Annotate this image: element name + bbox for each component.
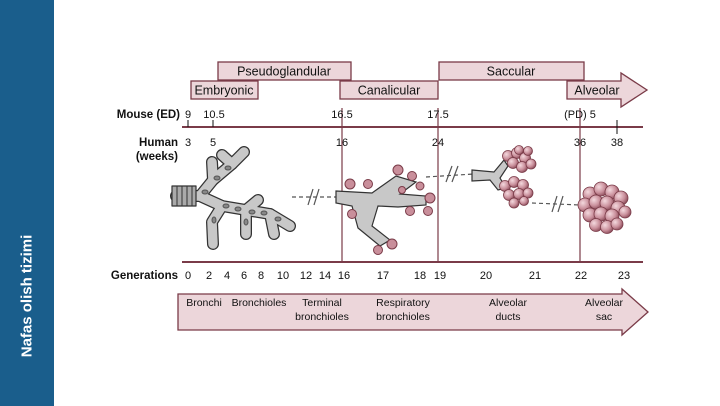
stage-lines [341, 108, 581, 262]
saccular-illustration [471, 145, 537, 209]
structure-terminal-bronchioles-line2: bronchioles [295, 311, 349, 323]
generation-tick-label: 17 [377, 270, 389, 282]
embryonic-box [190, 80, 259, 100]
human-tick-label: 24 [432, 137, 444, 149]
mouse-tick-label: 16.5 [331, 109, 352, 121]
generations-row-label: Generations [111, 270, 178, 282]
generation-tick-label: 16 [338, 270, 350, 282]
canalicular-box [339, 80, 439, 100]
structures-arrow [177, 287, 649, 337]
alveolar-arrow [566, 71, 649, 109]
generation-tick-label: 19 [434, 270, 446, 282]
generation-tick-label: 10 [277, 270, 289, 282]
generation-tick-label: 23 [618, 270, 630, 282]
generation-tick-label: 8 [258, 270, 264, 282]
generation-tick-labels: 0 2 4 6 8 10 12 14 16 17 18 19 20 21 22 … [185, 270, 630, 282]
alveolar-label: Alveolar [574, 84, 619, 98]
structure-bronchi: Bronchi [186, 297, 222, 309]
generation-tick-label: 0 [185, 270, 191, 282]
structure-alveolar-ducts-line2: ducts [495, 311, 520, 323]
generation-tick-label: 18 [414, 270, 426, 282]
generation-tick-label: 12 [300, 270, 312, 282]
saccular-box [438, 61, 585, 81]
human-tick-label: 3 [185, 137, 191, 149]
connector-3 [531, 195, 581, 213]
generation-tick-label: 6 [241, 270, 247, 282]
human-tick-label: 16 [336, 137, 348, 149]
human-tick-label: 36 [574, 137, 586, 149]
structure-alveolar-sac: Alveolar [585, 297, 623, 309]
phase-boxes: Pseudoglandular Embryonic Canalicular Sa… [190, 61, 649, 109]
connector-1 [292, 188, 336, 206]
mouse-tick-label: (PD) 5 [564, 109, 596, 121]
structure-respiratory-bronchioles-line2: bronchioles [376, 311, 430, 323]
canalicular-label: Canalicular [358, 84, 421, 98]
human-row-label: Human [139, 137, 178, 149]
human-tick-labels: 3 5 16 24 36 38 [185, 137, 623, 149]
canalicular-branch-illustration [335, 164, 436, 255]
generation-tick-label: 14 [319, 270, 331, 282]
sidebar: Nafas olish tizimi [0, 0, 54, 406]
human-tick-label: 5 [210, 137, 216, 149]
mouse-tick-label: 10.5 [203, 109, 224, 121]
pseudoglandular-label: Pseudoglandular [237, 65, 331, 79]
connector-2 [425, 165, 475, 183]
bronchial-tree-illustration [170, 146, 296, 250]
structure-respiratory-bronchioles: Respiratory [376, 297, 430, 309]
structure-alveolar-ducts: Alveolar [489, 297, 527, 309]
saccular-label: Saccular [487, 65, 536, 79]
generation-tick-label: 2 [206, 270, 212, 282]
generation-tick-label: 21 [529, 270, 541, 282]
alveolar-sac-illustration [577, 181, 632, 234]
timeline-axes [182, 126, 643, 263]
embryonic-label: Embryonic [194, 84, 253, 98]
structure-bronchioles: Bronchioles [232, 297, 287, 309]
pseudoglandular-box [217, 61, 352, 81]
structure-terminal-bronchioles: Terminal [302, 297, 342, 309]
mouse-tick-label: 17.5 [427, 109, 448, 121]
generation-tick-label: 22 [575, 270, 587, 282]
mouse-tick-label: 9 [185, 109, 191, 121]
mouse-row-label: Mouse (ED) [117, 109, 180, 121]
generation-tick-label: 4 [224, 270, 230, 282]
structure-alveolar-sac-line2: sac [596, 311, 612, 323]
generation-tick-label: 20 [480, 270, 492, 282]
human-tick-label: 38 [611, 137, 623, 149]
mouse-tick-labels: 9 10.5 16.5 17.5 (PD) 5 [185, 109, 596, 121]
structure-labels: Bronchi Bronchioles Terminal bronchioles… [186, 297, 623, 323]
human-row-sublabel: (weeks) [136, 151, 178, 163]
